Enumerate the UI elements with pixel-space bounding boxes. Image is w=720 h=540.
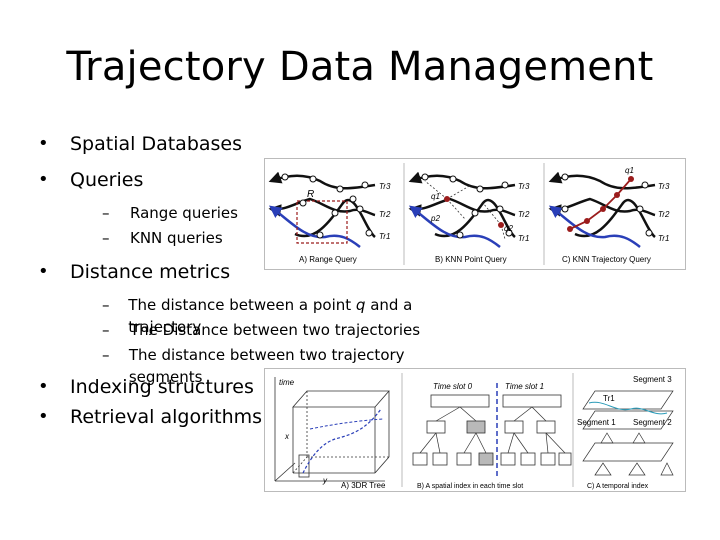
knn-trajectory-query-panel: q1 Tr3 Tr2 Tr1 C) KNN Trajectory Query <box>548 166 670 264</box>
knn-point-query-panel: q1 p2 q2 Tr3 Tr2 Tr1 B) KNN Point Query <box>408 171 530 264</box>
axis-label: x <box>284 432 290 441</box>
sub-bullet-item: –KNN queries <box>102 229 223 247</box>
panel-caption: C) A temporal index <box>587 483 649 490</box>
temporal-index-panel: Segment 3 Tr1 Segment 1 Segment 2 C) A t… <box>577 375 674 490</box>
point-label: q1 <box>431 192 440 201</box>
slide-title: Trajectory Data Management <box>66 44 654 90</box>
slot-label: Time slot 1 <box>505 382 544 391</box>
sub-bullet-item: –The distance between a point q and a tr… <box>102 296 413 336</box>
trajectory-line <box>294 198 376 238</box>
trajectory-label: Tr1 <box>658 234 669 243</box>
bullet-item: •Queries <box>38 166 468 202</box>
dash-icon: – <box>102 321 110 339</box>
indexing-figure-svg: time x y A) 3DR Tree Time slot 0 Time sl… <box>274 373 674 490</box>
dash-icon: – <box>102 204 110 222</box>
region-label: R <box>307 189 314 200</box>
bullet-dot-icon: • <box>38 376 49 397</box>
trajectory-label: Tr3 <box>518 182 530 191</box>
dash-icon: – <box>102 296 110 314</box>
dash-icon: – <box>102 229 110 247</box>
trajectory-label: Tr3 <box>658 182 670 191</box>
sub-bullet-item: –The Distance between two trajectories <box>102 321 421 339</box>
bullet-dot-icon: • <box>38 406 49 427</box>
trajectory-label: Tr1 <box>379 232 390 241</box>
slot-label: Time slot 0 <box>433 382 473 391</box>
trajectory-line <box>548 197 656 217</box>
query-point <box>498 222 504 228</box>
trajectory-label: Tr2 <box>518 210 530 219</box>
axis-label: y <box>322 476 328 485</box>
segment-label: Segment 3 <box>633 375 672 384</box>
point-label: p2 <box>430 214 440 223</box>
bullet-item: •Retrieval algorithms <box>38 403 468 439</box>
trajectory-label: Tr2 <box>379 210 391 219</box>
trajectory-line <box>434 198 516 238</box>
trajectory-line <box>408 205 501 248</box>
dash-icon: – <box>102 346 110 364</box>
segment-label: Segment 1 <box>577 418 616 427</box>
panel-caption: B) A spatial index in each time slot <box>417 483 523 490</box>
range-rectangle <box>296 200 348 244</box>
trajectory-line <box>408 197 516 217</box>
trajectory-label: Tr2 <box>658 210 670 219</box>
indexing-figure: time x y A) 3DR Tree Time slot 0 Time sl… <box>264 368 686 492</box>
segment-label: Tr1 <box>603 394 615 403</box>
queries-figure: R Tr3 Tr2 Tr1 A) Range Query q1 p2 q <box>264 158 686 270</box>
panel-caption: B) KNN Point Query <box>435 255 507 264</box>
trajectory-label: Tr3 <box>379 182 391 191</box>
sub-bullet-item: –Range queries <box>102 204 238 222</box>
panel-caption: C) KNN Trajectory Query <box>562 255 651 264</box>
point-label: q1 <box>625 166 634 175</box>
bullet-dot-icon: • <box>38 169 49 190</box>
bullet-item: •Distance metrics <box>38 258 468 294</box>
segment-label: Segment 2 <box>633 418 672 427</box>
bullet-item: •Indexing structures <box>38 373 468 403</box>
trajectory-line <box>548 205 641 248</box>
bullet-list: •Spatial Databases •Queries –Range queri… <box>38 130 468 439</box>
query-point <box>444 196 450 202</box>
range-query-panel: R Tr3 Tr2 Tr1 A) Range Query <box>268 171 391 264</box>
sub-bullet-item: –The distance between two trajectory seg… <box>102 346 405 386</box>
panel-caption: A) Range Query <box>299 255 357 264</box>
trajectory-label: Tr1 <box>518 234 529 243</box>
bullet-item: •Spatial Databases <box>38 130 468 166</box>
point-label: q2 <box>504 224 513 233</box>
bullet-dot-icon: • <box>38 133 49 154</box>
trajectory-line <box>268 205 361 248</box>
axis-label: time <box>279 378 295 387</box>
3dr-tree-panel <box>274 377 390 482</box>
spatial-index-panel: Time slot 0 Time slot 1 B) A spatial <box>412 382 572 490</box>
panel-caption: A) 3DR Tree <box>341 481 386 490</box>
bullet-dot-icon: • <box>38 261 49 282</box>
trajectory-line <box>268 197 376 217</box>
queries-figure-svg: R Tr3 Tr2 Tr1 A) Range Query q1 p2 q <box>268 163 670 265</box>
